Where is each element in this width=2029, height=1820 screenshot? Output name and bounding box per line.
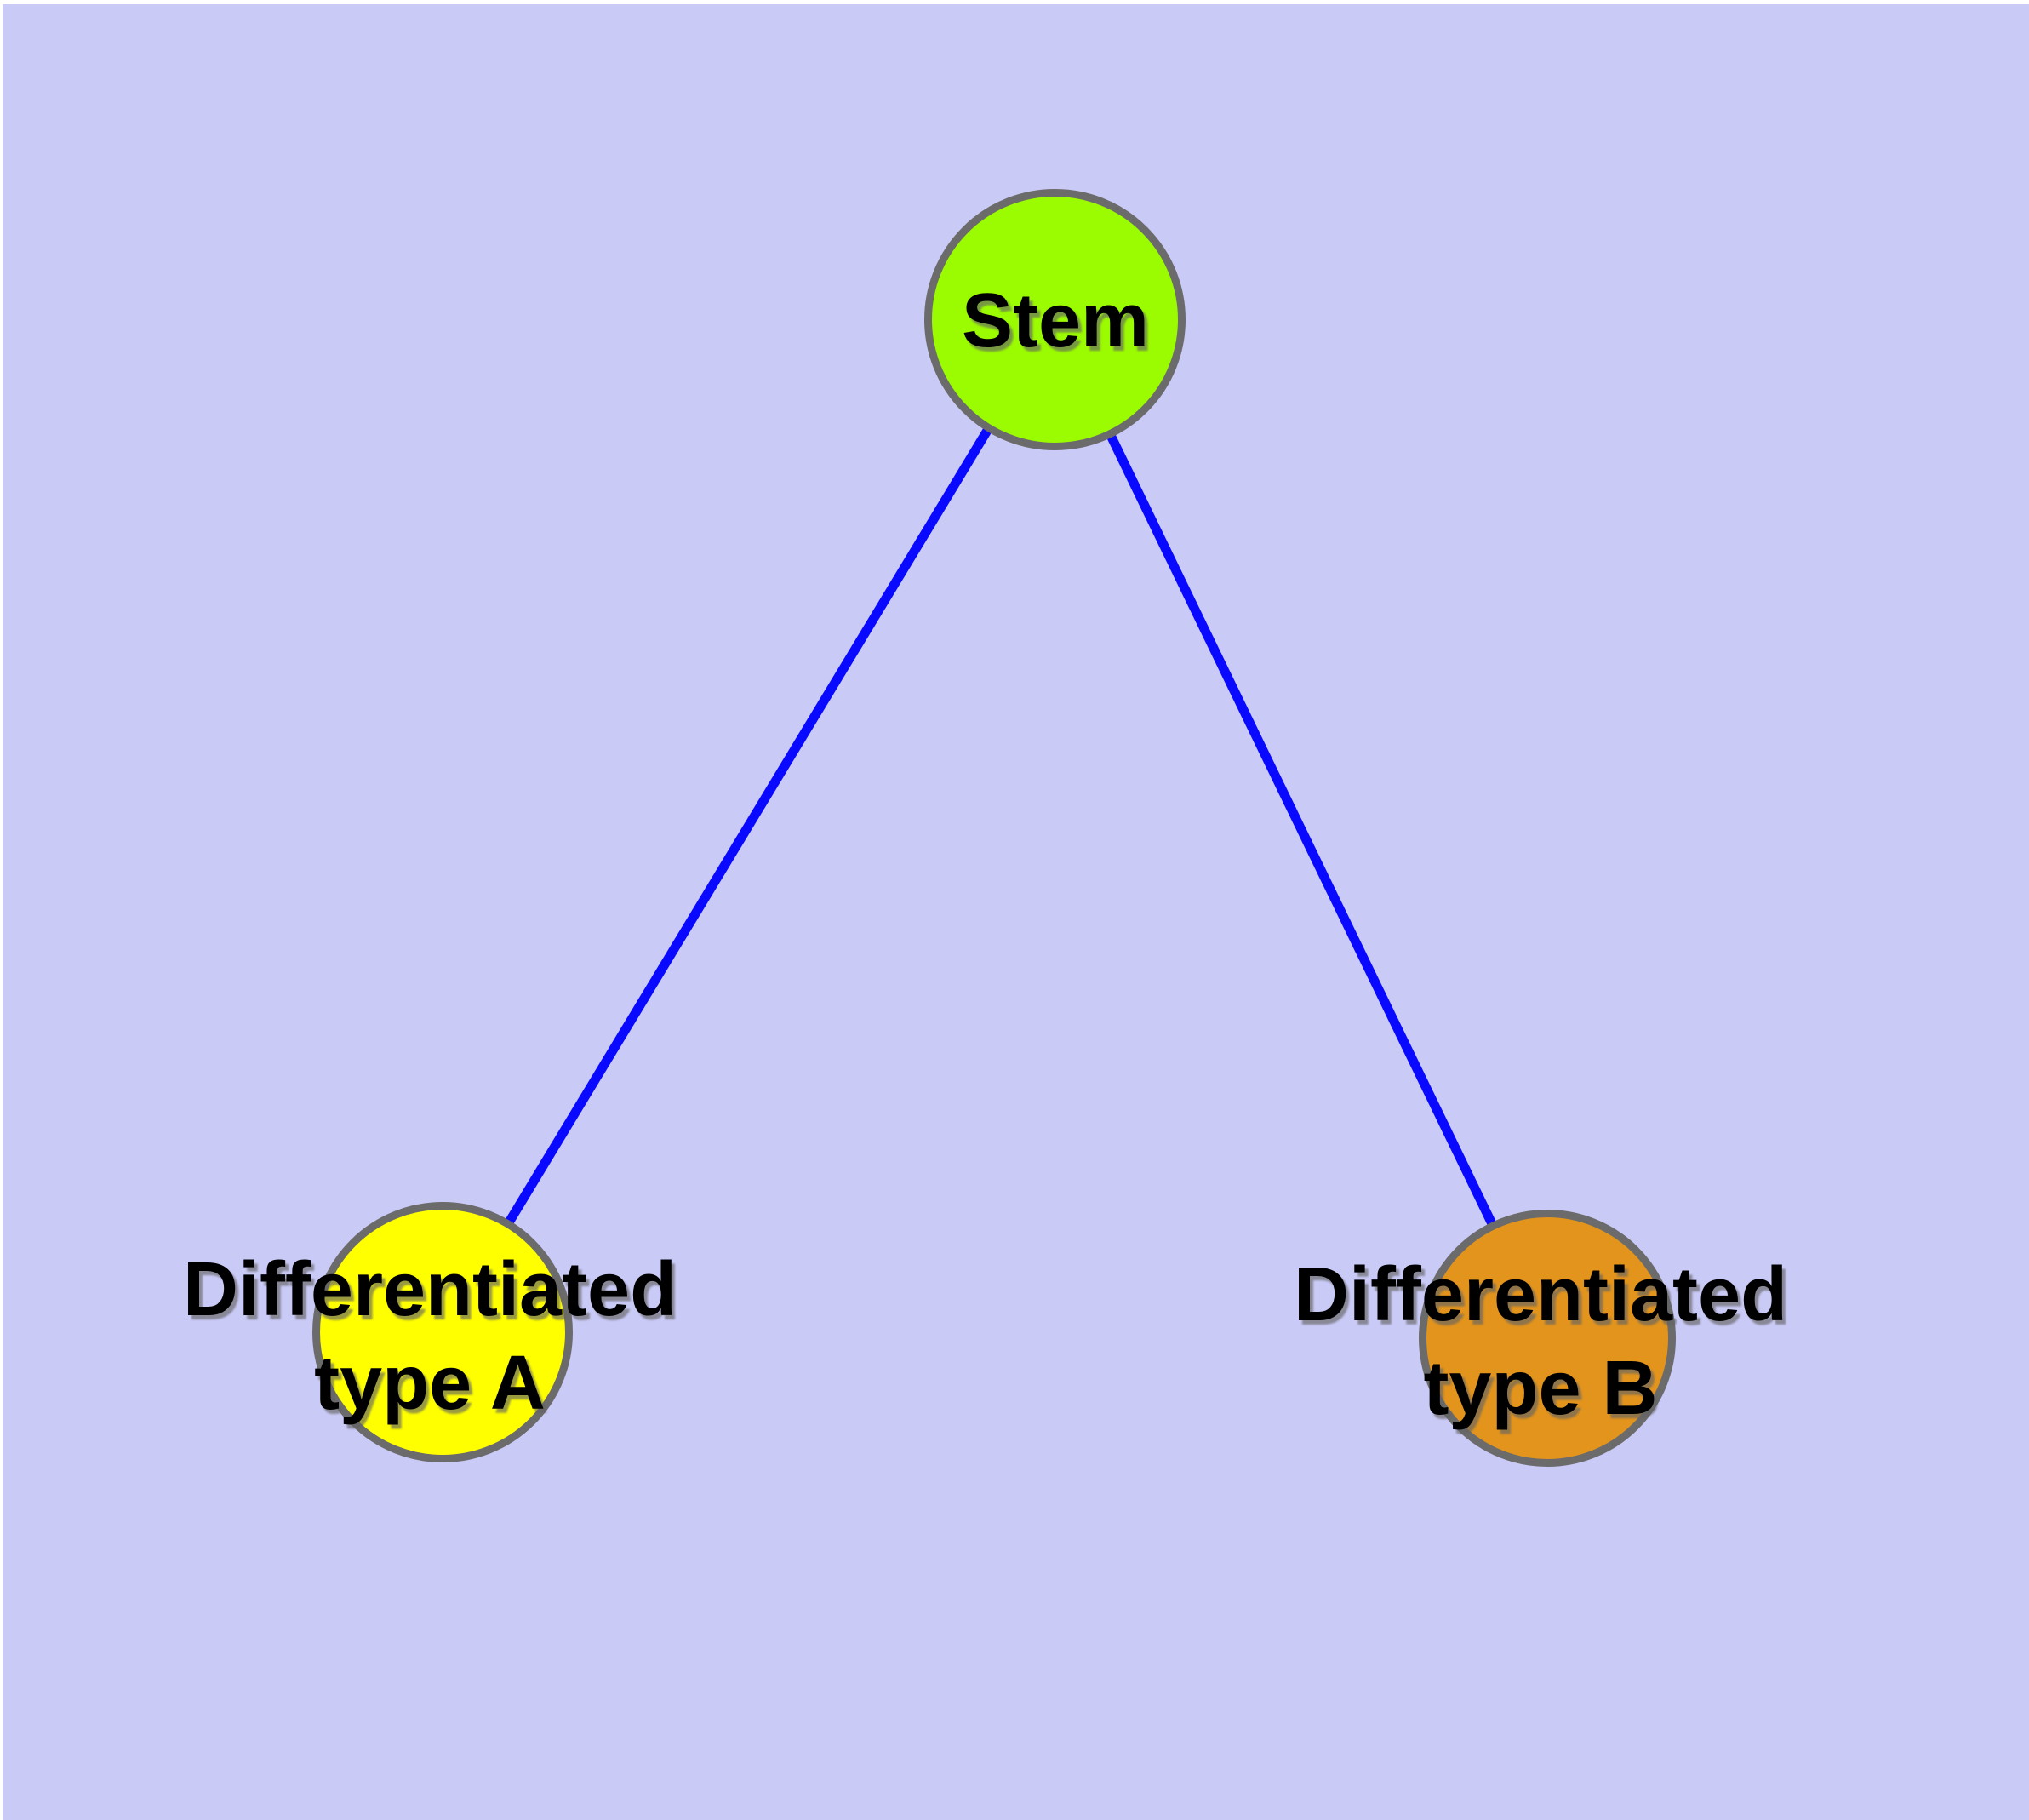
node-differentiated-type-b-label-line1: Differentiated xyxy=(1293,1252,1788,1337)
node-stem-label: Stem xyxy=(961,278,1150,363)
node-differentiated-type-a-label-line1: Differentiated xyxy=(182,1247,677,1332)
node-differentiated-type-a-label-line2: type A xyxy=(314,1341,546,1426)
node-stem-circle xyxy=(924,189,1186,450)
edge-stem-to-type-b xyxy=(1050,317,1552,1341)
node-differentiated-type-a-label: Differentiated type A xyxy=(183,1243,677,1430)
node-differentiated-type-b-label-line2: type B xyxy=(1423,1346,1658,1431)
node-differentiated-type-a-circle xyxy=(312,1202,573,1462)
frame-left-edge xyxy=(0,0,3,1820)
edge-stem-to-type-a xyxy=(438,317,1059,1335)
node-differentiated-type-b-circle xyxy=(1419,1210,1676,1467)
node-differentiated-type-b-label: Differentiated type B xyxy=(1294,1248,1787,1435)
frame-top-edge xyxy=(0,0,2029,4)
